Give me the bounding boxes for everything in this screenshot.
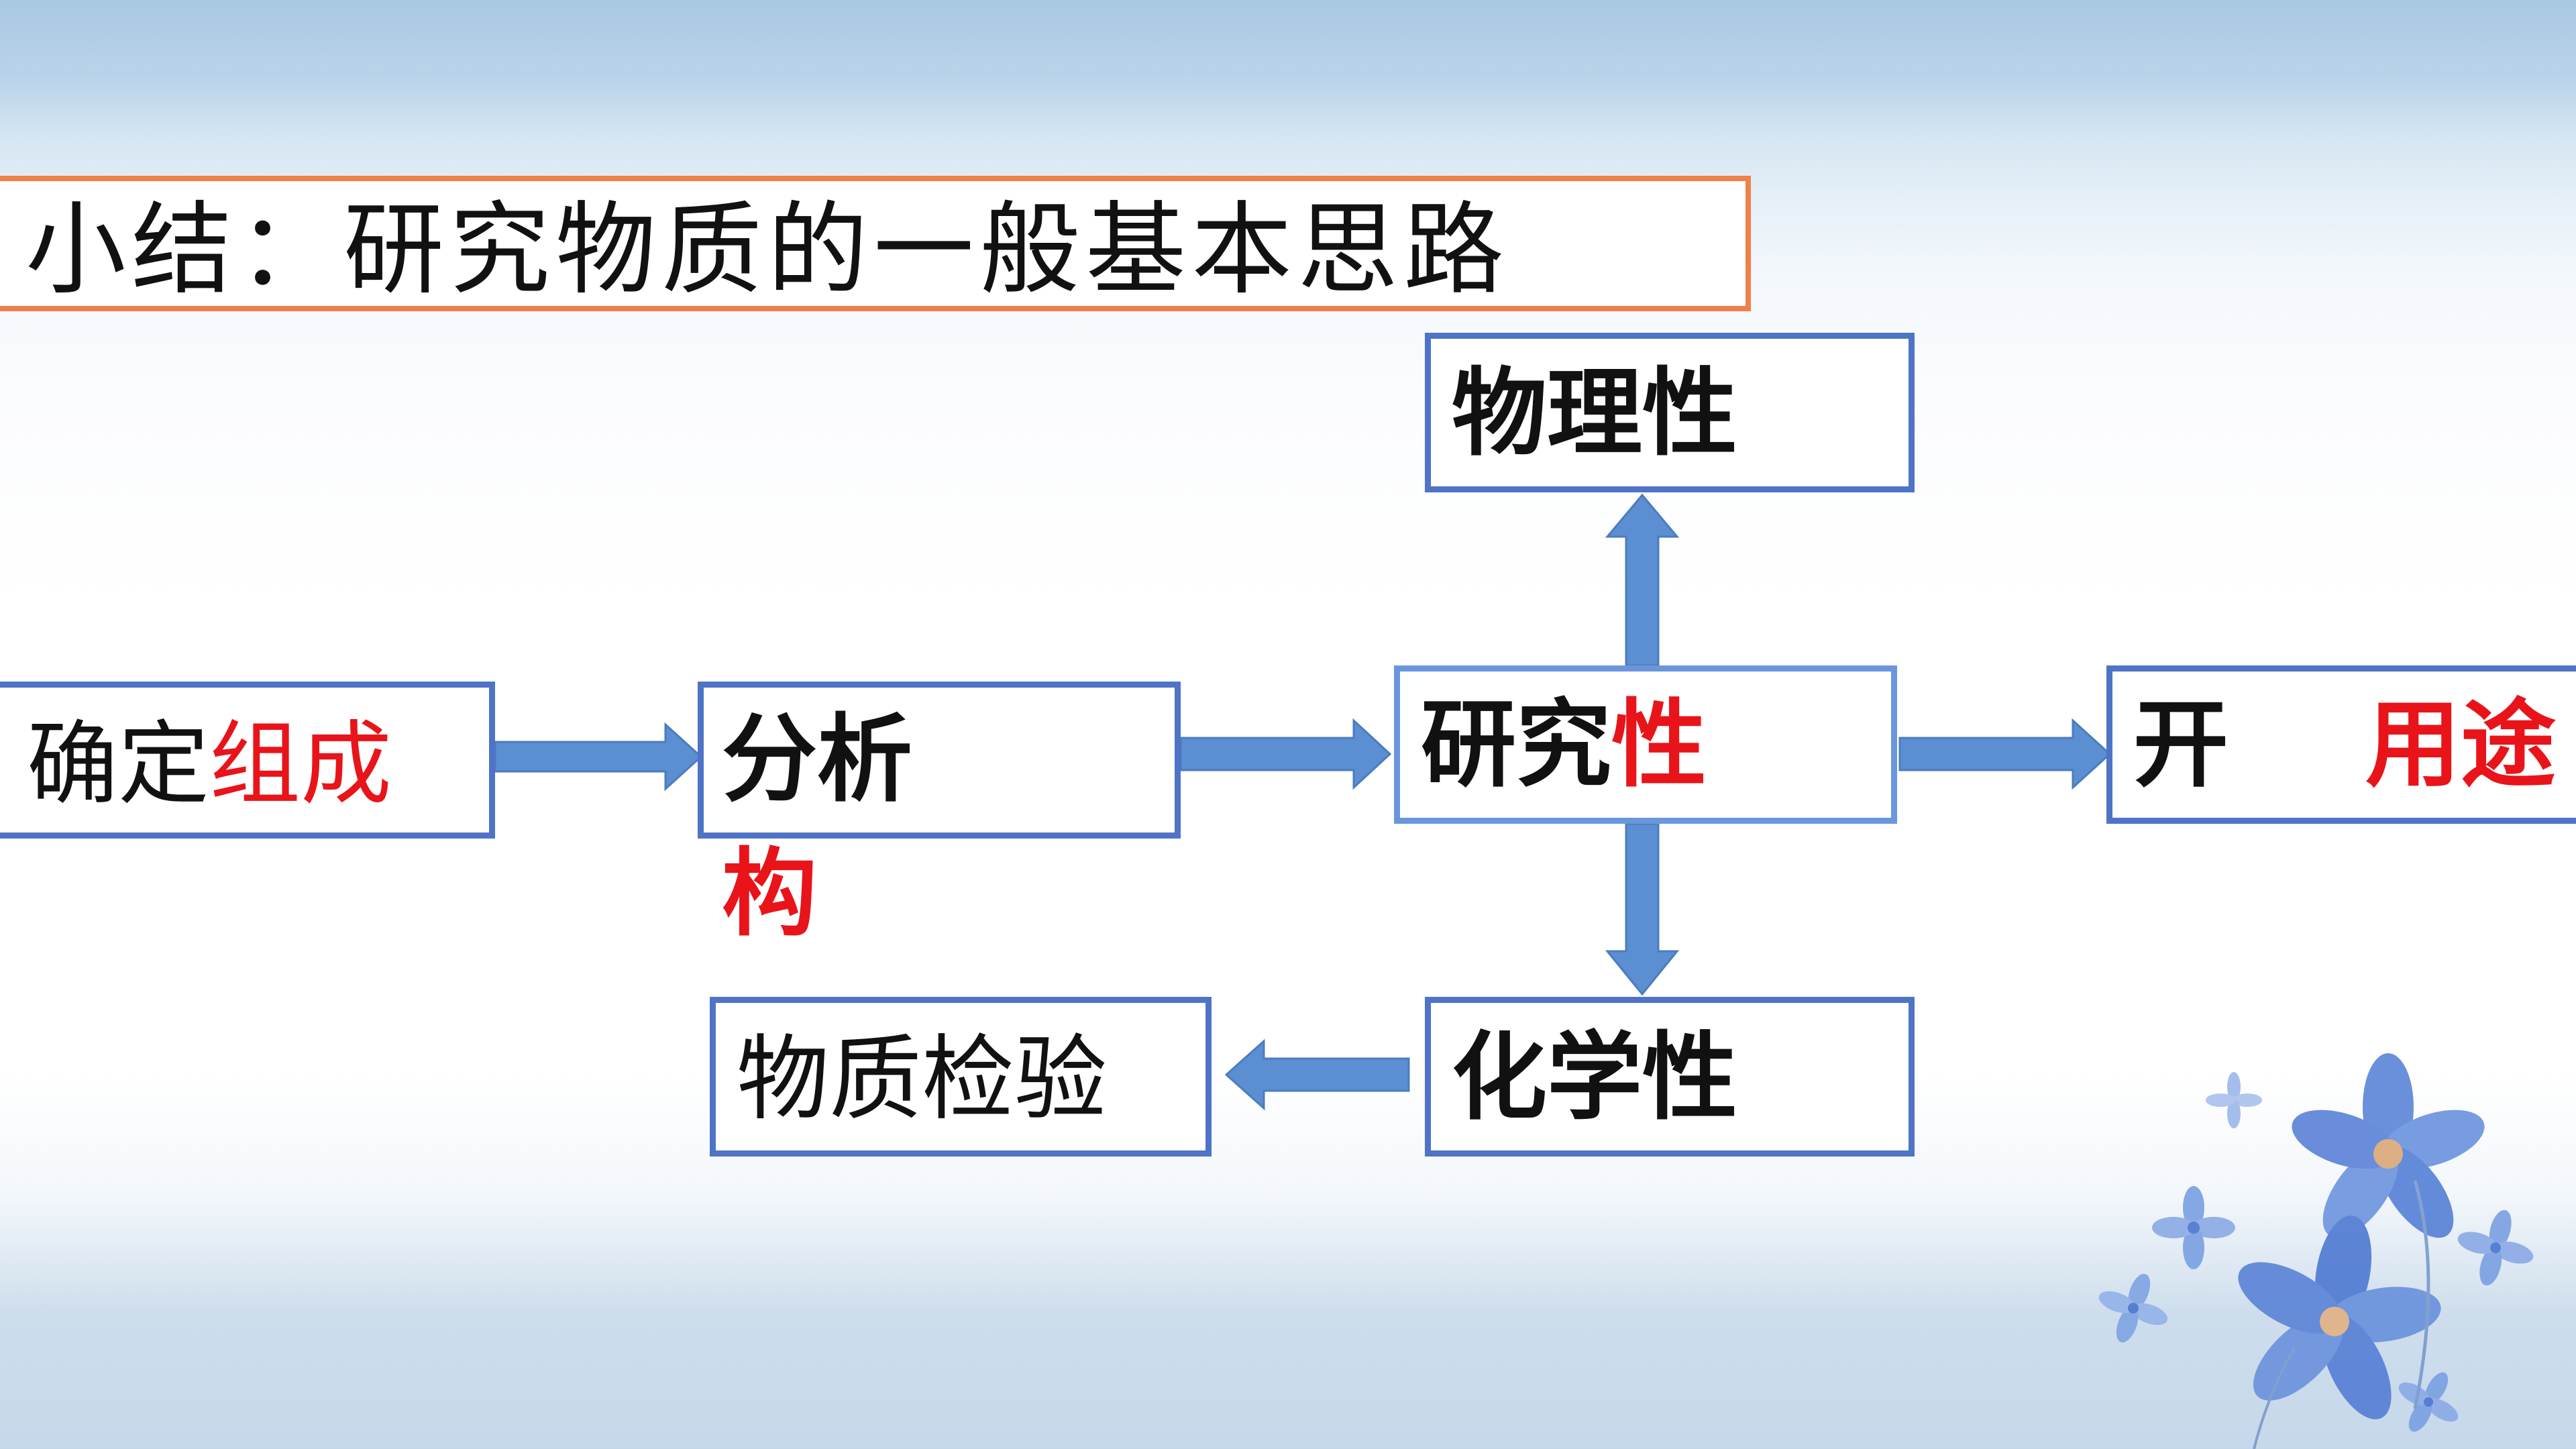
page-title: 小结：研究物质的一般基本思路 xyxy=(25,192,1510,309)
arrow-right-3 xyxy=(1898,718,2112,790)
node-structure xyxy=(698,682,1181,839)
node-composition-highlight: 组成 xyxy=(209,712,392,818)
node-properties xyxy=(1394,665,1897,824)
node-physical xyxy=(1425,333,1915,492)
node-properties-label: 研究性 xyxy=(1421,698,1707,793)
node-uses-highlight: 用途 xyxy=(2365,690,2556,800)
node-chemical-label: 化学性 xyxy=(1452,1022,1737,1133)
node-uses-prefix: 开 xyxy=(2133,690,2229,800)
node-inspection-label: 物质检验 xyxy=(737,1025,1108,1133)
node-uses xyxy=(2106,665,2576,824)
node-properties-prefix: 研究 xyxy=(1421,690,1611,800)
arrow-right-2 xyxy=(1179,718,1392,790)
node-inspection xyxy=(710,997,1212,1157)
arrow-down xyxy=(1605,822,1680,996)
node-structure-highlight: 构 xyxy=(722,839,817,949)
node-chemical xyxy=(1425,997,1915,1157)
node-composition xyxy=(0,682,495,839)
node-structure-prefix: 分析 xyxy=(722,704,912,815)
arrow-left xyxy=(1224,1038,1410,1111)
node-composition-prefix: 确定 xyxy=(27,712,209,818)
title-frame xyxy=(0,176,1751,311)
node-composition-label: 确定组成 xyxy=(27,719,392,810)
arrow-right-1 xyxy=(494,722,703,792)
node-properties-highlight: 性 xyxy=(1611,690,1707,800)
node-physical-label: 物理性 xyxy=(1452,358,1737,469)
arrow-up xyxy=(1605,493,1680,667)
